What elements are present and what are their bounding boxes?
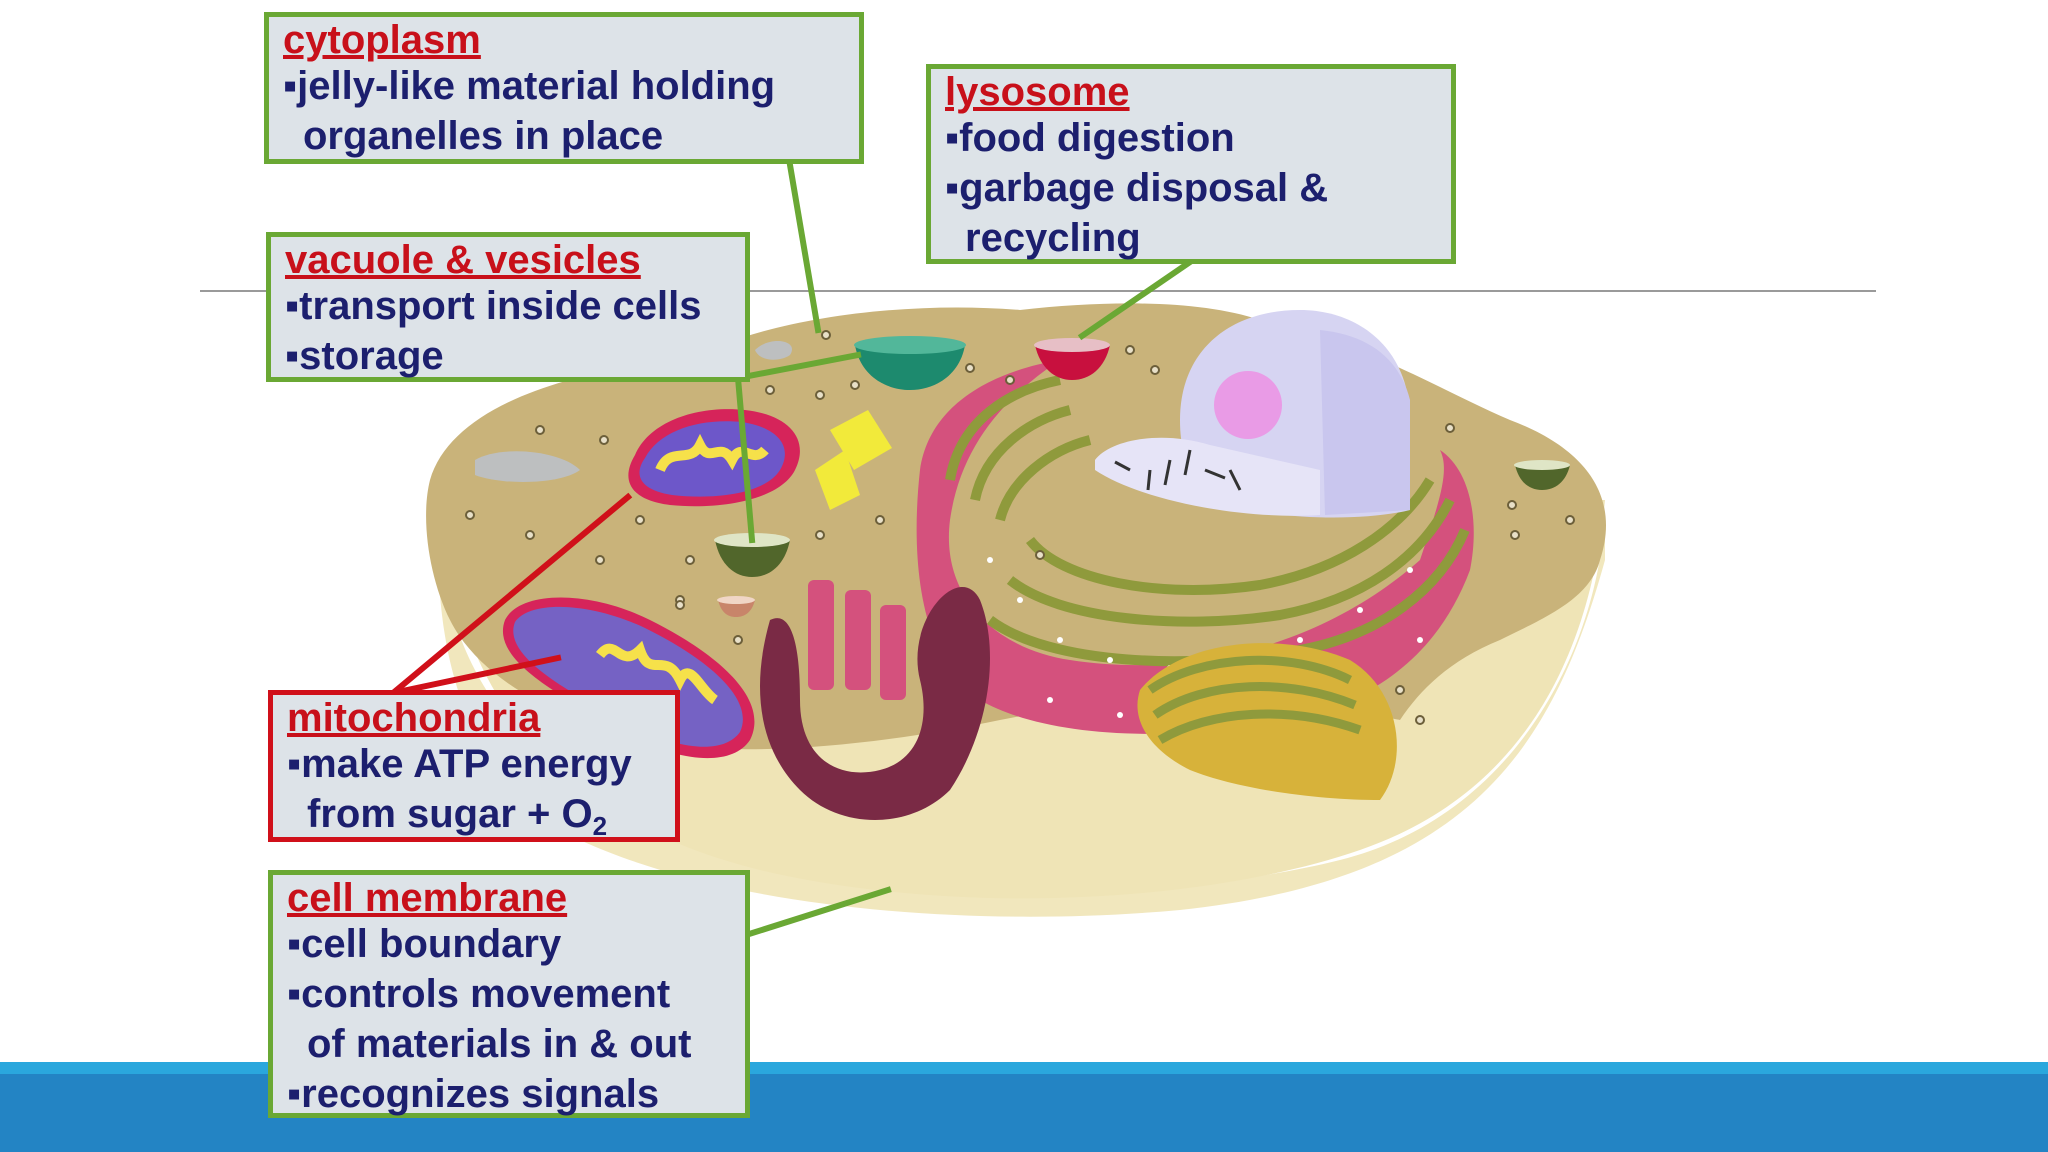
nucleolus — [1214, 371, 1282, 439]
vacuole-line-1: ▪transport inside cells — [285, 284, 702, 328]
smooth-er — [760, 580, 990, 820]
cell-membrane-line-4: ▪recognizes signals — [287, 1072, 660, 1116]
lysosome-line-1: ▪food digestion — [945, 116, 1235, 160]
lysosome-line-3: recycling — [965, 216, 1141, 260]
chromatin — [1114, 449, 1242, 491]
nucleus — [1095, 310, 1410, 518]
cell-membrane-title: cell membrane — [287, 876, 568, 920]
lysosome-label-box: lysosome ▪food digestion ▪garbage dispos… — [926, 64, 1456, 264]
mitochondria-line-2-text: from sugar + O — [307, 792, 593, 836]
mitochondria-line-2: from sugar + O2 — [287, 789, 661, 839]
cut-surface-top — [755, 340, 792, 360]
lysosome-organelle — [1034, 338, 1110, 380]
mitochondria-label-box: mitochondria ▪make ATP energy from sugar… — [268, 690, 680, 842]
oxygen-subscript: 2 — [592, 811, 608, 841]
lysosome-title: lysosome — [945, 70, 1130, 114]
mitochondrion-lower — [502, 597, 755, 759]
cell-membrane-line-2: ▪controls movement — [287, 972, 671, 1016]
cytoplasm-line-1: ▪jelly-like material holding — [283, 64, 776, 108]
leader-lines — [388, 161, 1195, 939]
cytoplasm-label-box: cytoplasm ▪jelly-like material holding o… — [264, 12, 864, 164]
vesicle-small — [717, 596, 755, 617]
vacuole-label-box: vacuole & vesicles ▪transport inside cel… — [266, 232, 750, 382]
lysosome-line-2: ▪garbage disposal & — [945, 166, 1329, 210]
golgi-apparatus — [1137, 643, 1397, 800]
vacuole-top — [854, 336, 966, 390]
cytoplasm-granules — [465, 330, 1575, 725]
cytoplasm-line-2: organelles in place — [303, 114, 664, 158]
mitochondria-title: mitochondria — [287, 696, 541, 740]
cell-membrane-line-3: of materials in & out — [307, 1022, 692, 1066]
vesicle-mid — [714, 533, 790, 577]
centriole — [815, 410, 892, 510]
header-divider — [200, 290, 1876, 292]
cell-membrane-label-box: cell membrane ▪cell boundary ▪controls m… — [268, 870, 750, 1118]
vacuole-title: vacuole & vesicles — [285, 238, 641, 282]
cell-membrane-line-1: ▪cell boundary — [287, 922, 562, 966]
vacuole-line-2: ▪storage — [285, 334, 444, 378]
cytoplasm-title: cytoplasm — [283, 18, 481, 62]
vesicle-right — [1514, 460, 1570, 490]
cut-surface-left — [475, 451, 580, 482]
mitochondria-line-1: ▪make ATP energy — [287, 742, 632, 786]
